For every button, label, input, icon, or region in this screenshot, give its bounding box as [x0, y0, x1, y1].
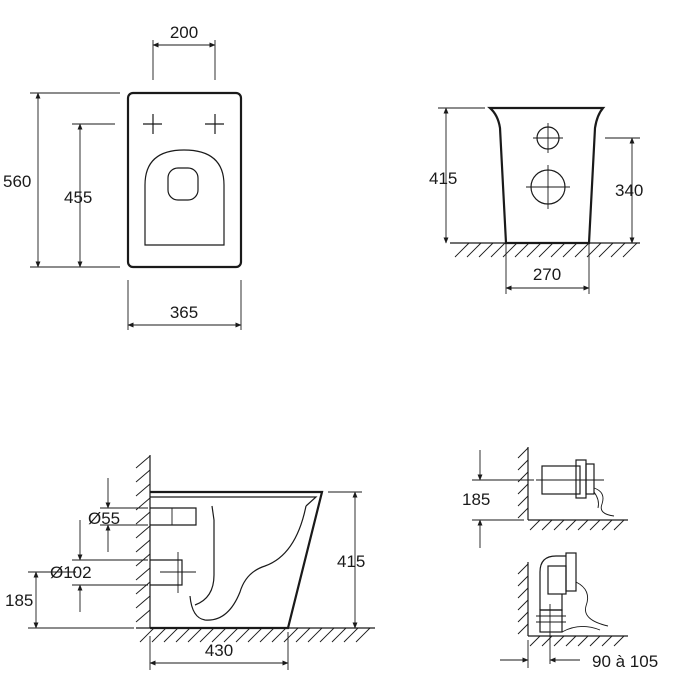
- dimension-label-185-side: 185: [5, 591, 33, 610]
- dimension-455: 455: [64, 123, 115, 268]
- bowl-inner-curve: [189, 505, 307, 621]
- side-view: Ø55 Ø102 185 415 430: [5, 455, 375, 670]
- bowl-inner-rim: [150, 496, 318, 507]
- dimension-430: 430: [149, 632, 289, 670]
- inlet-pipe: [150, 507, 197, 526]
- wall-hatch-side: [135, 455, 151, 623]
- dimension-label-270: 270: [533, 265, 561, 284]
- bowl-outline-side: [150, 490, 324, 630]
- dimension-label-455: 455: [64, 188, 92, 207]
- dimension-200: 200: [152, 23, 216, 80]
- dimension-label-365: 365: [170, 303, 198, 322]
- dimension-label-560: 560: [3, 172, 31, 191]
- dimension-label-430: 430: [205, 641, 233, 660]
- hole-upper: [533, 123, 563, 153]
- dimension-185-side: 185: [5, 571, 134, 629]
- dimension-label-415-front: 415: [429, 169, 457, 188]
- front-view: 415 340 270: [429, 106, 643, 294]
- seat-outline: [144, 149, 225, 246]
- dimension-label-340: 340: [615, 181, 643, 200]
- dimension-label-90-105: 90 à 105: [592, 652, 658, 671]
- detail-view-lower: 90 à 105: [500, 552, 658, 671]
- dimension-label-d102: Ø102: [50, 563, 92, 582]
- dimension-270: 270: [505, 243, 590, 294]
- dimension-560: 560: [3, 92, 120, 268]
- dimension-365: 365: [127, 280, 242, 330]
- detail-view-upper: 185: [462, 447, 628, 548]
- fixing-hole-left: [143, 114, 162, 134]
- dimension-label-415-side: 415: [337, 552, 365, 571]
- dimension-label-185-detail: 185: [462, 490, 490, 509]
- hole-lower: [526, 165, 570, 209]
- dimension-d102: Ø102: [50, 520, 148, 612]
- floor-hatch-front: [454, 242, 638, 258]
- seat-opening: [167, 167, 199, 201]
- dimension-label-200: 200: [170, 23, 198, 42]
- floor-hatch-side: [139, 627, 371, 643]
- top-view: 200 560 455 365: [3, 23, 243, 330]
- dimension-415-front: 415: [429, 107, 485, 244]
- trap-line: [194, 505, 215, 606]
- dimension-d55: Ø55: [88, 478, 148, 552]
- dimension-340: 340: [605, 137, 643, 244]
- bowl-outline-front: [487, 106, 606, 245]
- fixing-hole-right: [205, 114, 224, 134]
- dimension-label-d55: Ø55: [88, 509, 120, 528]
- outlet-pipe: [150, 559, 183, 586]
- dimension-415-side: 415: [328, 491, 365, 629]
- bowl-outline-top: [126, 91, 243, 269]
